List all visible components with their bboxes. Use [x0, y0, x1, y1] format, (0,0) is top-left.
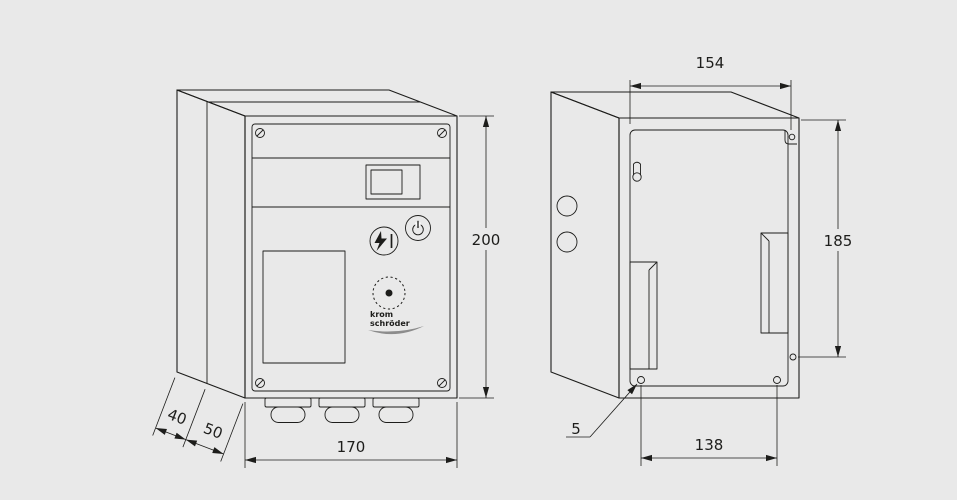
knockout-circle: [556, 195, 578, 217]
front-view: krom schröder 200: [152, 89, 504, 468]
round-knob: [372, 276, 406, 310]
terminal-block-right: [760, 232, 789, 334]
dim-hole-5: 5: [566, 383, 638, 438]
dim-label-patch: [820, 229, 856, 251]
display-screen: [370, 169, 403, 195]
dim-top-width-154: 154: [629, 54, 792, 130]
cable-glands: [264, 397, 420, 423]
power-icon: [412, 220, 424, 236]
screw: [255, 128, 265, 138]
logo-line1: krom: [370, 310, 393, 319]
screw: [437, 378, 447, 388]
rear-face: [618, 117, 800, 399]
cable-channel-left: [629, 261, 658, 370]
dim-label-patch: [468, 228, 504, 250]
dim-bottom-width-138: 138: [640, 385, 778, 466]
mounting-hole: [637, 376, 645, 384]
rear-view: 154 185 138 5: [550, 54, 856, 466]
brand-logo: krom schröder: [368, 310, 424, 335]
logo-line2: schröder: [370, 319, 410, 328]
dim-label-rear-height: 185: [824, 232, 853, 250]
dim-depth-40-50: 40 50: [152, 377, 244, 462]
dim-width-170: 170: [244, 402, 458, 468]
dim-label-width: 170: [337, 438, 366, 456]
dim-height-200: 200: [459, 115, 504, 399]
display-window: [365, 164, 421, 200]
lightning-icon: [374, 231, 387, 251]
power-button: [405, 215, 431, 241]
dim-label-top-width: 154: [696, 54, 725, 72]
door-panel: [251, 123, 451, 392]
screw: [437, 128, 447, 138]
knob-center-dot: [385, 289, 393, 297]
dim-label-hole: 5: [571, 420, 581, 438]
corner-screws: [255, 128, 447, 388]
mounting-hole: [789, 353, 797, 361]
cable-gland: [264, 397, 312, 423]
viewing-window: [262, 250, 346, 364]
cable-gland: [318, 397, 366, 423]
tab-hole: [788, 133, 796, 141]
keyhole-slot: [632, 161, 642, 182]
corner-tab: [784, 130, 797, 145]
logo-swoosh: [368, 326, 424, 335]
dim-height-185: 185: [798, 119, 856, 358]
knockout-circle: [556, 231, 578, 253]
dim-label-depth-rear: 40: [165, 405, 189, 429]
dim-label-height: 200: [472, 231, 501, 249]
mounting-hole: [773, 376, 781, 384]
dim-label-bottom-width: 138: [695, 436, 724, 454]
dim-label-depth-front: 50: [201, 419, 225, 443]
screw: [255, 378, 265, 388]
cable-gland: [372, 397, 420, 423]
reset-button: [369, 226, 399, 256]
